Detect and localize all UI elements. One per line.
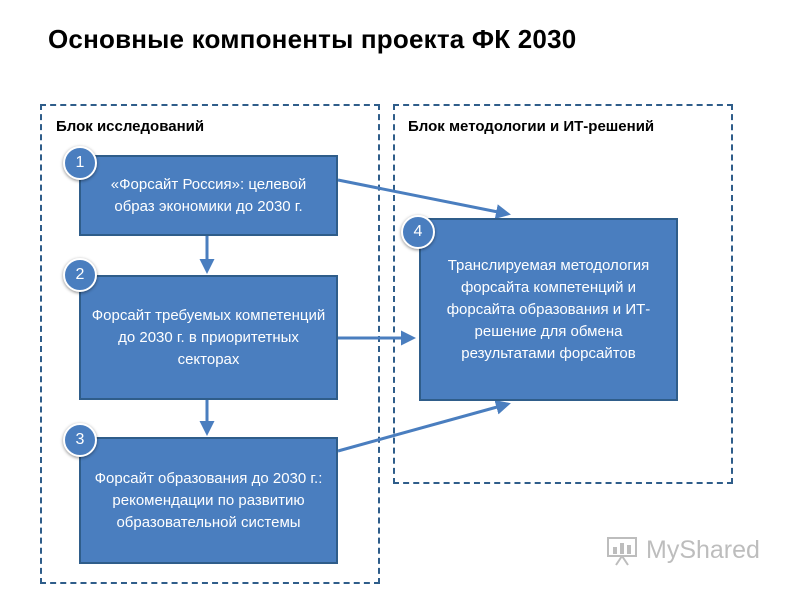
number-badge-1: 1 [63,146,97,180]
research-block-label: Блок исследований [56,118,205,135]
box-foresight-russia: «Форсайт Россия»: целевой образ экономик… [79,155,338,236]
myshared-logo-icon [607,537,637,566]
box-education-foresight: Форсайт образования до 2030 г.: рекоменд… [79,437,338,564]
arrow-1-to-4 [337,178,511,220]
page-title: Основные компоненты проекта ФК 2030 [48,24,577,54]
box-competencies-foresight: Форсайт требуемых компетенций до 2030 г.… [79,275,338,400]
methodology-block-panel [393,104,733,484]
methodology-block-label: Блок методологии и ИТ-решений [408,118,655,135]
number-badge-3: 3 [63,423,97,457]
number-badge-2: 2 [63,258,97,292]
research-block-panel [40,104,380,584]
myshared-watermark: MyShared [606,534,760,566]
arrow-3-to-4 [337,399,511,453]
number-badge-4: 4 [401,215,435,249]
watermark-text: MyShared [646,535,760,564]
box-methodology-it-solution: Транслируемая методология форсайта компе… [419,218,678,401]
